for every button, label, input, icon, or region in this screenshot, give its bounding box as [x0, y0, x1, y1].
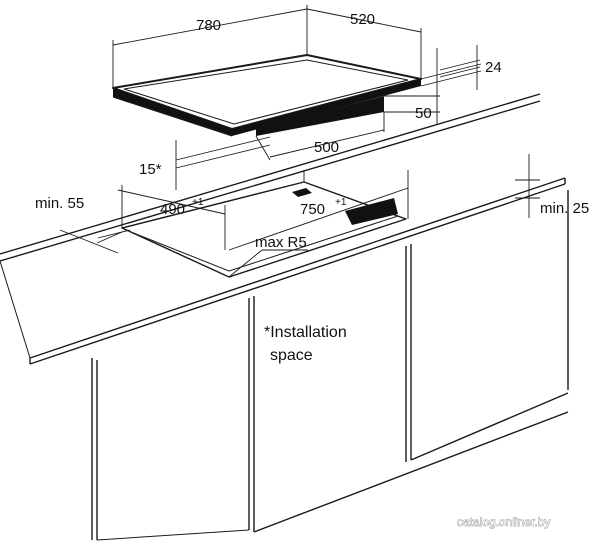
dim-750-tolerance: +1: [335, 197, 347, 208]
dim-15: 15*: [139, 136, 271, 190]
dim-520: 520: [306, 5, 422, 79]
dim-50-label: 50: [415, 105, 432, 122]
dim-780-label: 780: [196, 17, 221, 34]
cutout-back-strip: [292, 188, 312, 197]
dim-520-label: 520: [350, 11, 375, 28]
dim-780: 780: [112, 5, 308, 88]
hob-underside-line: [112, 96, 233, 137]
cabinet: [91, 190, 569, 541]
dim-500-label: 500: [314, 139, 339, 156]
note-line-2: space: [270, 347, 313, 364]
dim-24-label: 24: [485, 59, 502, 76]
dim-24: 24: [420, 45, 502, 90]
hob-bottom-box: [256, 96, 384, 136]
dim-min-55: min. 55: [35, 195, 131, 254]
hob-front-edge: [113, 88, 232, 136]
dim-490-tolerance: +1: [192, 197, 204, 208]
dim-490: 490 +1: [117, 185, 226, 250]
dim-max-r5-label: max R5: [255, 234, 307, 251]
dim-750: 750 +1: [228, 170, 409, 251]
installation-note: *Installation space: [264, 324, 347, 364]
dim-min-55-label: min. 55: [35, 195, 84, 212]
dim-min-25: min. 25: [515, 154, 589, 218]
dim-min-25-label: min. 25: [540, 200, 589, 217]
cutout: [121, 181, 407, 278]
hob: [112, 54, 422, 137]
cutout-outline: [121, 181, 407, 278]
hob-right-edge: [232, 79, 421, 136]
dim-750-label: 750: [300, 201, 325, 218]
worktop: [0, 93, 566, 365]
dim-max-r5: max R5: [228, 234, 308, 278]
hob-glass-inner: [123, 59, 409, 125]
dim-15-label: 15*: [139, 161, 162, 178]
dim-490-label: 490: [160, 201, 185, 218]
note-line-1: *Installation: [264, 324, 347, 341]
dim-50: 50: [384, 48, 440, 125]
watermark-text: catalog.onliner.by: [457, 515, 550, 529]
cutout-right-strip: [345, 198, 398, 225]
worktop-left-edge: [0, 260, 31, 359]
